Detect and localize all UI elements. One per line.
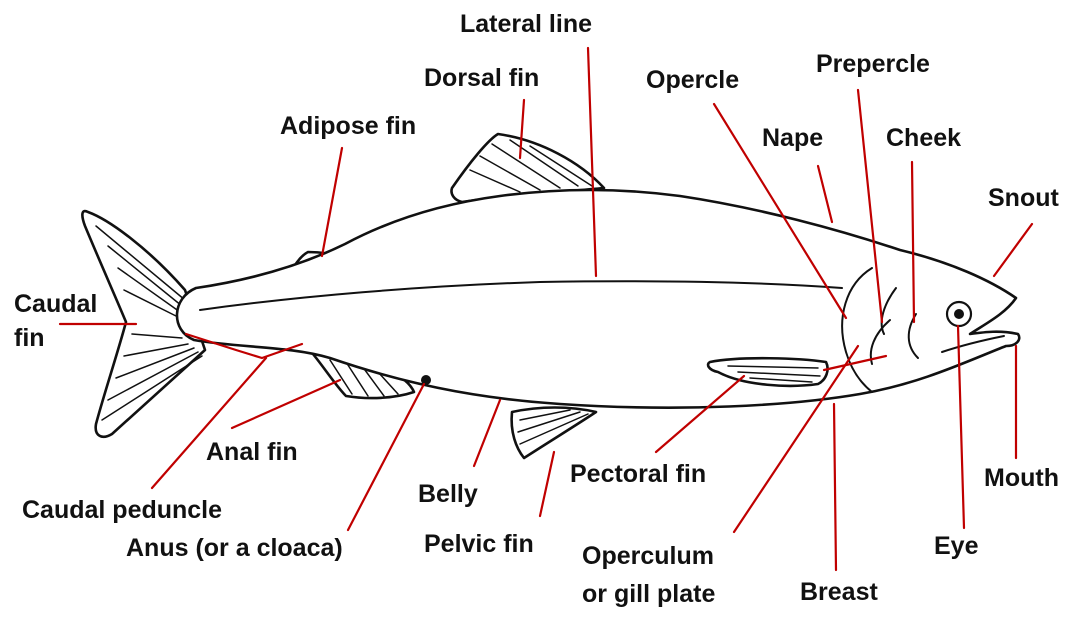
label-mouth: Mouth (984, 464, 1059, 492)
label-opercle: Opercle (646, 66, 739, 94)
label-caudal-fin-line2: fin (14, 324, 45, 352)
anus-dot (421, 375, 431, 385)
label-anus: Anus (or a cloaca) (126, 534, 343, 562)
label-caudal-peduncle: Caudal peduncle (22, 496, 222, 524)
label-prepercle: Prepercle (816, 50, 930, 78)
label-eye: Eye (934, 532, 978, 560)
label-lateral-line: Lateral line (460, 10, 592, 38)
label-breast: Breast (800, 578, 878, 606)
label-pectoral-fin: Pectoral fin (570, 460, 706, 488)
label-operculum-line1: Operculum (582, 542, 714, 570)
label-caudal-fin-line1: Caudal (14, 290, 97, 318)
label-belly: Belly (418, 480, 478, 508)
label-snout: Snout (988, 184, 1059, 212)
label-anal-fin: Anal fin (206, 438, 298, 466)
label-nape: Nape (762, 124, 823, 152)
fish-body-outline (177, 190, 1019, 408)
pelvic-fin-drawing (512, 408, 596, 459)
eye-drawing (947, 302, 971, 326)
label-operculum-line2: or gill plate (582, 580, 715, 608)
label-adipose-fin: Adipose fin (280, 112, 416, 140)
label-cheek: Cheek (886, 124, 961, 152)
label-dorsal-fin: Dorsal fin (424, 64, 539, 92)
label-pelvic-fin: Pelvic fin (424, 530, 534, 558)
